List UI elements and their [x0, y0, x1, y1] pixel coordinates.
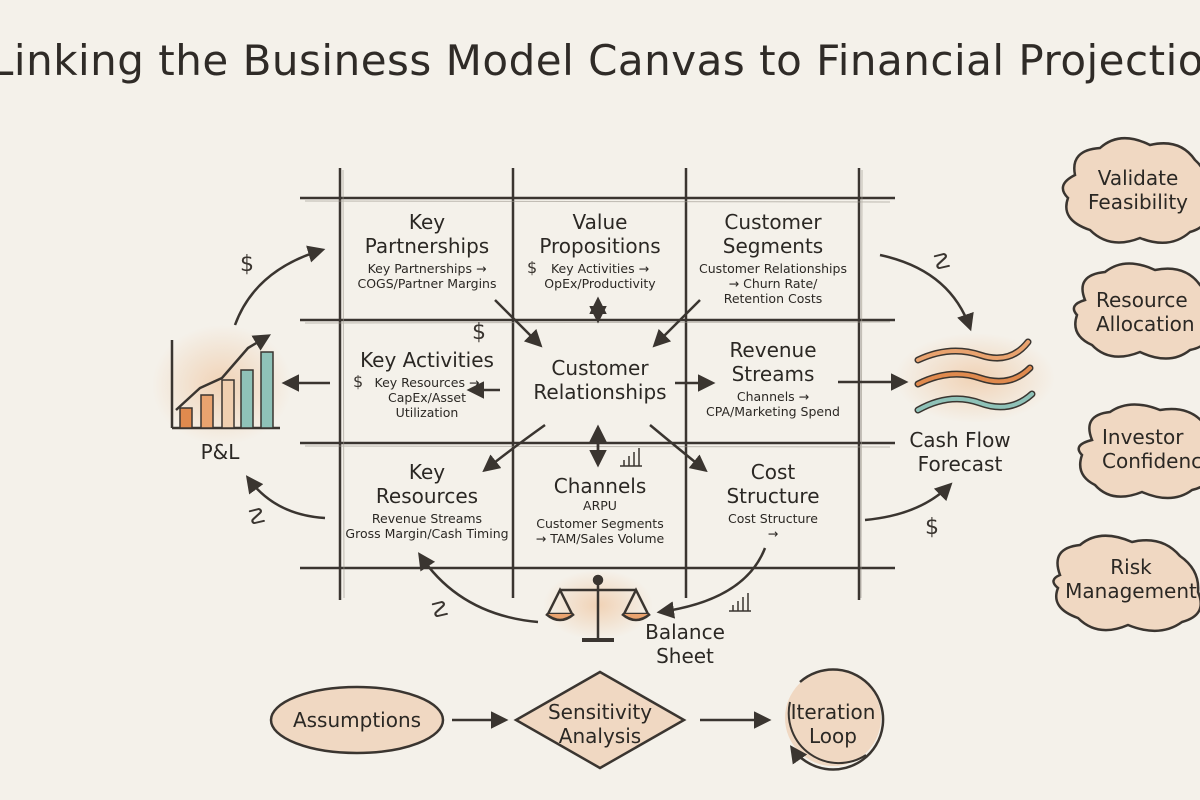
cell-value-propositions: Value Propositions Key Activities → OpEx…	[516, 210, 684, 291]
channels-sub: ARPU	[583, 498, 617, 513]
cell-key-resources: Key Resources Revenue Streams Gross Marg…	[343, 460, 511, 541]
iteration-label: Iteration Loop	[790, 700, 876, 748]
customer-segments-link: Customer Relationships	[699, 261, 847, 276]
key-resources-heading: Key Resources	[375, 460, 479, 508]
scribble-icon-bottom: ☡	[430, 598, 450, 623]
outcome-resource-allocation: Resource Allocation	[1096, 288, 1195, 336]
cash-flow-icon	[895, 333, 1055, 423]
dollar-icon-pl: $	[240, 252, 254, 277]
revenue-streams-link: Channels →	[736, 389, 810, 404]
assumptions-label: Assumptions	[292, 708, 422, 732]
pl-label: P&L	[200, 440, 240, 464]
key-partnerships-heading: Key Partnerships	[364, 210, 490, 258]
cell-key-partnerships: Key Partnerships Key Partnerships → COGS…	[343, 210, 511, 291]
customer-segments-heading: Customer Segments	[722, 210, 824, 258]
dollar-icon-cashflow: $	[925, 515, 939, 540]
value-propositions-link2: OpEx/Productivity	[544, 276, 656, 291]
channels-link: Customer Segments	[536, 516, 664, 531]
outcome-risk-management: Risk Management	[1065, 555, 1197, 603]
cell-channels: Channels ARPU Customer Segments → TAM/Sa…	[516, 474, 684, 546]
key-activities-heading: Key Activities	[360, 348, 494, 372]
key-resources-link: Revenue Streams	[371, 511, 483, 526]
cell-key-activities: Key Activities Key Resources → CapEx/Ass…	[343, 348, 511, 420]
revenue-streams-link2: CPA/Marketing Spend	[706, 404, 840, 419]
page-title: Linking the Business Model Canvas to Fin…	[0, 36, 1200, 85]
scribble-icon-top-right: ☡	[932, 250, 952, 275]
scribble-icon-left: ☡	[247, 505, 267, 530]
cost-structure-heading: Cost Structure	[726, 460, 820, 508]
pl-chart-icon	[152, 325, 292, 445]
sensitivity-label: Sensitivity Analysis	[547, 700, 653, 748]
key-activities-link: Key Resources →	[374, 375, 480, 390]
cell-customer-segments: Customer Segments Customer Relationships…	[689, 210, 857, 306]
cost-structure-link: Cost Structure	[728, 511, 818, 526]
customer-segments-link3: Retention Costs	[723, 291, 823, 306]
central-arrows	[466, 296, 716, 473]
dollar-icon-value: $	[527, 258, 538, 277]
dollar-icon-activities: $	[472, 320, 486, 345]
revenue-streams-heading: Revenue Streams	[729, 338, 817, 386]
value-propositions-heading: Value Propositions	[539, 210, 661, 258]
cost-structure-link2: →	[767, 526, 779, 541]
outcome-validate-feasibility: Validate Feasibility	[1088, 166, 1188, 214]
outcome-clouds	[1052, 137, 1200, 632]
key-partnerships-link: Key Partnerships →	[367, 261, 487, 276]
balance-sheet-label: Balance Sheet	[645, 620, 725, 668]
cash-flow-label: Cash Flow Forecast	[909, 428, 1011, 476]
outcome-investor-confidence: Investor Confidence	[1102, 425, 1200, 473]
customer-segments-link2: → Churn Rate/	[728, 276, 818, 291]
cell-customer-relationships: Customer Relationships	[516, 356, 684, 404]
cell-cost-structure: Cost Structure Cost Structure →	[689, 460, 857, 541]
key-activities-link2: CapEx/Asset	[388, 390, 466, 405]
balance-scale-icon	[543, 570, 653, 642]
key-resources-link2: Gross Margin/Cash Timing	[345, 526, 509, 541]
iteration-circle	[785, 670, 881, 766]
sensitivity-diamond	[513, 670, 687, 770]
cell-revenue-streams: Revenue Streams Channels → CPA/Marketing…	[689, 338, 857, 419]
assumptions-oval	[269, 685, 445, 755]
dollar-icon-key-activities: $	[353, 372, 364, 391]
channels-link2: → TAM/Sales Volume	[535, 531, 665, 546]
channels-heading: Channels	[553, 474, 647, 498]
customer-relationships-heading: Customer Relationships	[533, 356, 667, 404]
key-activities-link3: Utilization	[395, 405, 459, 420]
value-propositions-link: Key Activities →	[550, 261, 650, 276]
key-partnerships-link2: COGS/Partner Margins	[357, 276, 497, 291]
